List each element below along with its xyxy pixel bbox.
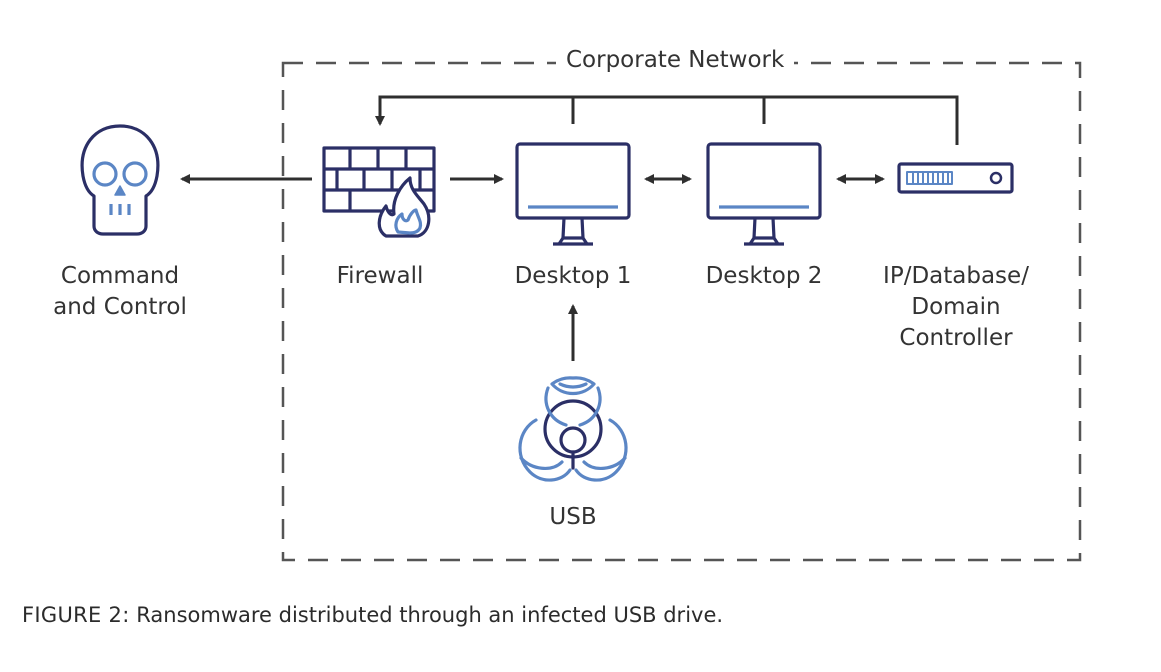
label-line: Command xyxy=(60,263,180,289)
firewall-icon xyxy=(322,146,436,238)
label-desktop-2: Desktop 2 xyxy=(705,263,823,289)
label-server: IP/Database/ Domain Controller xyxy=(866,261,1046,354)
label-line: and Control xyxy=(53,294,187,320)
label-line: Domain xyxy=(911,294,1001,320)
return-path-connector xyxy=(375,95,959,145)
caption-prefix: FIGURE 2: xyxy=(22,603,130,627)
monitor-icon xyxy=(706,142,822,246)
label-command-control: Command and Control xyxy=(40,261,200,323)
server-icon xyxy=(897,162,1014,194)
monitor-icon xyxy=(515,142,631,246)
label-desktop-1: Desktop 1 xyxy=(514,263,632,289)
label-usb: USB xyxy=(549,504,597,530)
caption-text: Ransomware distributed through an infect… xyxy=(129,603,724,627)
label-line: Controller xyxy=(899,325,1013,351)
network-title: Corporate Network xyxy=(556,45,795,75)
figure-caption: FIGURE 2: Ransomware distributed through… xyxy=(22,600,723,630)
label-firewall: Firewall xyxy=(336,263,424,289)
biohazard-icon xyxy=(518,376,628,482)
skull-icon xyxy=(80,124,160,236)
label-line: IP/Database/ xyxy=(883,263,1029,289)
